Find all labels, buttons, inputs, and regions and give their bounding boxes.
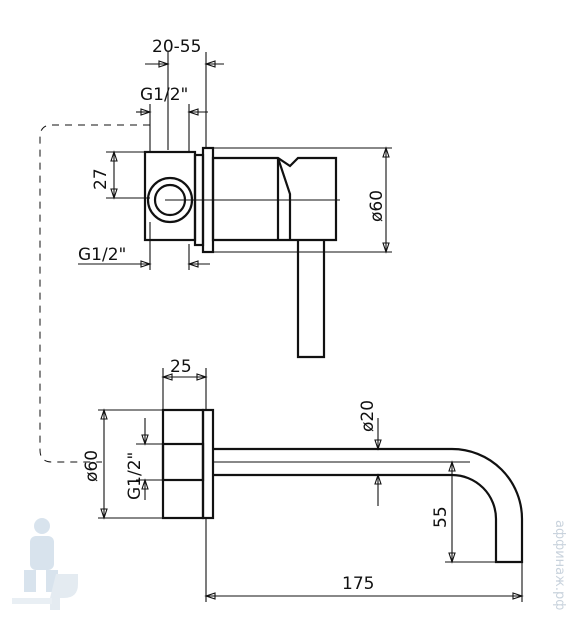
dim-spout-thread: G1/2"	[125, 418, 163, 500]
spout-thread	[161, 442, 205, 482]
valve-thread-top-label: G1/2"	[140, 85, 188, 105]
mixer-valve	[143, 146, 340, 359]
spout-thread-label: G1/2"	[125, 452, 145, 500]
dim-spout-diameter: ø20	[358, 400, 382, 506]
spout-length-label: 175	[342, 574, 374, 594]
dim-spout-drop: 55	[431, 460, 496, 564]
spout-pipe	[213, 447, 524, 564]
valve-thread-bottom-label: G1/2"	[78, 245, 126, 265]
dim-valve-diameter: ø60	[213, 146, 392, 254]
dim-valve-depth: 20-55	[145, 37, 224, 150]
spout-drop-label: 55	[431, 506, 451, 528]
spout-diameter-label: ø20	[358, 400, 378, 432]
valve-handle-cut	[276, 157, 292, 240]
valve-height-label: 27	[91, 168, 111, 190]
spout-body-width-label: 25	[170, 357, 192, 377]
dim-valve-thread-bottom: G1/2"	[78, 222, 210, 270]
valve-diameter-label: ø60	[367, 190, 387, 222]
dim-valve-height: 27	[91, 150, 150, 200]
spout	[161, 408, 524, 564]
valve-handle-body	[211, 156, 338, 242]
valve-depth-label: 20-55	[152, 37, 201, 57]
dim-spout-flange-diameter: ø60	[82, 408, 163, 520]
dim-spout-length: 175	[204, 518, 524, 602]
spout-flange-diameter-label: ø60	[82, 450, 102, 482]
dim-spout-body-width: 25	[161, 357, 208, 410]
dim-valve-thread-top: G1/2"	[136, 85, 208, 152]
watermark-text: аффинаж.рф	[552, 520, 567, 610]
valve-lever	[296, 240, 326, 359]
plumber-logo-icon	[12, 518, 78, 610]
spout-wall-flange	[201, 408, 215, 520]
connection-dashed-line	[39, 124, 150, 463]
valve-body	[143, 150, 197, 242]
spout-body	[161, 408, 205, 520]
